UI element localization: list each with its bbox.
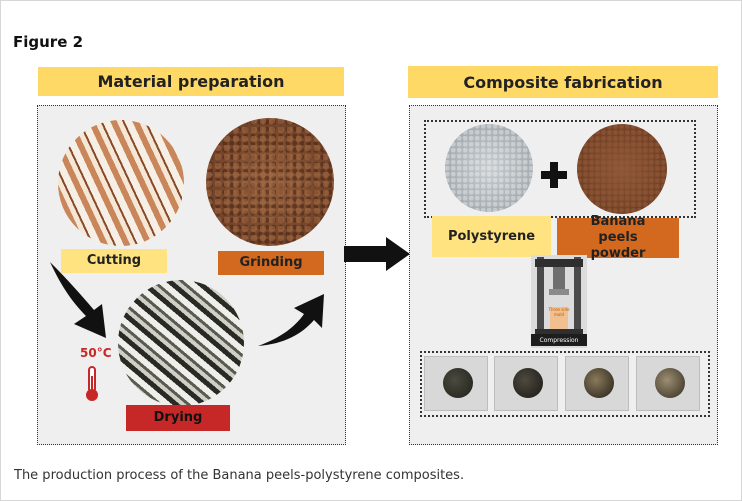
composite-sample bbox=[494, 356, 558, 411]
grinding-label: Grinding bbox=[218, 251, 324, 275]
polystyrene-image bbox=[445, 124, 533, 212]
composite-sample bbox=[636, 356, 700, 411]
ground-banana-peels-image bbox=[206, 118, 334, 246]
right-arrow-icon bbox=[344, 237, 410, 271]
composite-fabrication-title: Composite fabrication bbox=[463, 72, 663, 92]
polystyrene-label: Polystyrene bbox=[432, 216, 551, 257]
plus-icon bbox=[541, 162, 567, 188]
composite-sample bbox=[565, 356, 629, 411]
sample-disc bbox=[443, 368, 473, 398]
banana-peels-powder-label: Banana peels powder bbox=[557, 214, 679, 261]
mold-label: Three side mold bbox=[548, 307, 570, 317]
curved-arrow-down-icon bbox=[50, 262, 106, 338]
sample-disc bbox=[584, 368, 614, 398]
figure-label: Figure 2 bbox=[13, 33, 84, 51]
sample-disc bbox=[513, 368, 543, 398]
curved-arrow-up-icon bbox=[258, 294, 324, 346]
drying-label: Drying bbox=[126, 405, 230, 431]
thermometer-icon bbox=[86, 366, 98, 401]
dried-banana-peels-image bbox=[118, 280, 244, 406]
banana-peels-powder-image bbox=[577, 124, 667, 214]
sample-disc bbox=[655, 368, 685, 398]
samples-box bbox=[420, 351, 710, 417]
materials-box bbox=[424, 120, 696, 218]
figure-caption: The production process of the Banana pee… bbox=[14, 468, 465, 483]
composite-fabrication-banner: Composite fabrication bbox=[408, 66, 718, 98]
compression-machine bbox=[531, 255, 587, 348]
composite-sample bbox=[424, 356, 488, 411]
material-preparation-banner: Material preparation bbox=[38, 67, 344, 96]
drying-temperature: 50°C bbox=[80, 346, 112, 360]
material-preparation-title: Material preparation bbox=[97, 72, 285, 91]
cutting-label: Cutting bbox=[61, 249, 167, 273]
compression-label: Compression bbox=[531, 334, 587, 346]
cut-banana-peels-image bbox=[58, 120, 184, 246]
